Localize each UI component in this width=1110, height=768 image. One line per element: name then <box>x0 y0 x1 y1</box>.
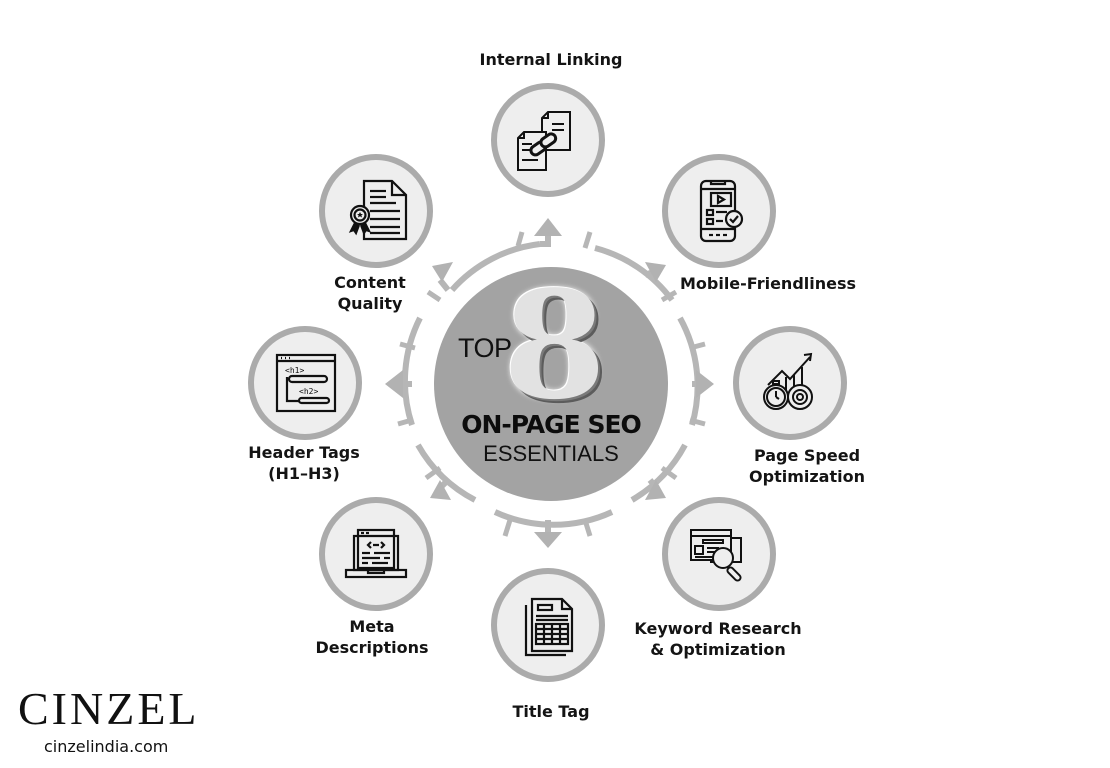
node-page-speed <box>733 326 847 440</box>
label-header-tags: Header Tags (H1–H3) <box>248 443 360 483</box>
label-mobile-friendliness: Mobile-Friendliness <box>679 274 857 293</box>
center-number-eight: 8 <box>503 258 606 432</box>
node-mobile-friendliness <box>662 154 776 268</box>
label-page-speed: Page Speed Optimization <box>749 446 865 486</box>
brand-url: cinzelindia.com <box>44 737 169 756</box>
node-header-tags: <h1> <h2> <box>248 326 362 440</box>
brand-logo: CINZEL <box>18 683 200 734</box>
laptop-code-icon <box>344 528 408 579</box>
linked-documents-icon <box>517 111 571 171</box>
label-internal-linking: Internal Linking <box>479 50 623 69</box>
svg-text:<h2>: <h2> <box>299 387 318 396</box>
document-table-icon <box>524 597 574 657</box>
browser-h1-h2-icon: <h1> <h2> <box>275 353 337 413</box>
svg-text:<h1>: <h1> <box>285 366 304 375</box>
node-title-tag <box>491 568 605 682</box>
node-keyword-research <box>662 497 776 611</box>
label-content-quality: Content Quality <box>334 273 406 313</box>
node-meta-descriptions <box>319 497 433 611</box>
node-internal-linking <box>491 83 605 197</box>
center-circle <box>434 267 668 501</box>
label-meta-descriptions: Meta Descriptions <box>315 617 429 657</box>
center-title-line1: ON-PAGE SEO <box>461 410 642 439</box>
browser-magnifier-icon <box>690 529 742 582</box>
document-award-icon <box>348 179 408 241</box>
mobile-check-icon <box>699 179 744 243</box>
center-title-line2: ESSENTIALS <box>483 441 619 466</box>
stopwatch-gear-growth-icon <box>763 352 813 410</box>
center-top-label: TOP <box>458 333 512 363</box>
label-title-tag: Title Tag <box>512 702 590 721</box>
node-content-quality <box>319 154 433 268</box>
label-keyword-research: Keyword Research & Optimization <box>634 619 802 659</box>
